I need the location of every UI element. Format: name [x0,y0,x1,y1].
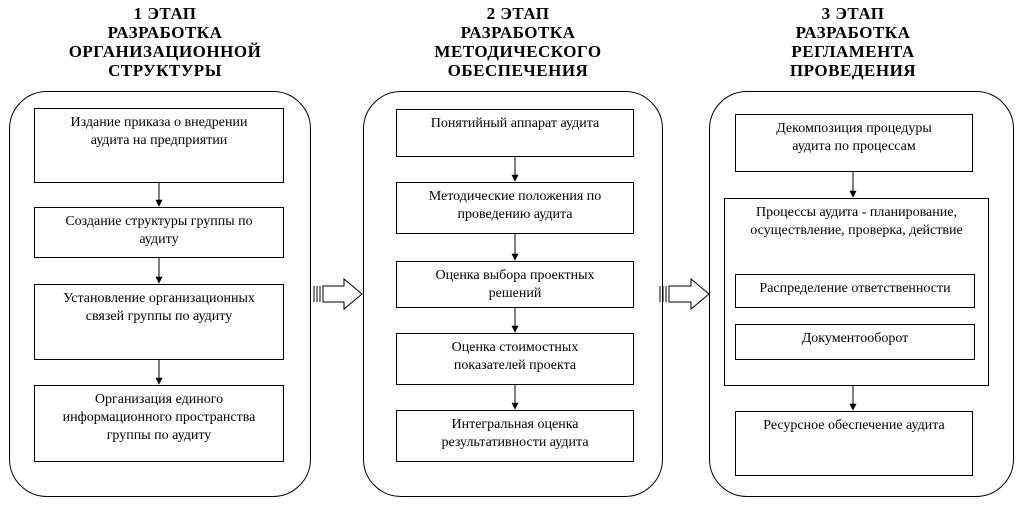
stage-3-substep-2-text: Документооборот [801,331,909,346]
stage-2-step-1: Понятийный аппарат аудита [396,109,634,157]
stage-1-title: 1 ЭТАП РАЗРАБОТКА ОРГАНИЗАЦИОННОЙ СТРУКТ… [68,4,262,80]
stage-2-step-2-text: Методические положения по проведению ауд… [428,189,602,222]
stage-3-step-3-text: Ресурсное обеспечение аудита [763,418,945,433]
stage-1-step-4-text: Организация единого информационного прос… [62,392,256,443]
stage-2-step-2: Методические положения по проведению ауд… [396,182,634,234]
stage-3-step-2-text: Процессы аудита - планирование, осуществ… [750,205,963,238]
stage-2-title: 2 ЭТАП РАЗРАБОТКА МЕТОДИЧЕСКОГО ОБЕСПЕЧЕ… [434,4,602,80]
stage-1-frame [9,91,311,497]
stage-3-step-1: Декомпозиция процедуры аудита по процесс… [735,114,973,172]
stage-1-step-2-text: Создание структуры группы по аудиту [65,214,253,247]
stage-3-substep-1: Распределение ответственности [735,274,975,308]
stage-1-step-1-text: Издание приказа о внедрении аудита на пр… [70,115,248,148]
stage-2-step-3: Оценка выбора проектных решений [396,261,634,308]
stage-transition-arrow-2 [659,277,710,311]
stage-3-title: 3 ЭТАП РАЗРАБОТКА РЕГЛАМЕНТА ПРОВЕДЕНИЯ [789,4,917,80]
stage-1-step-1: Издание приказа о внедрении аудита на пр… [34,108,284,183]
stage-1-step-3: Установление организационных связей груп… [34,284,284,360]
stage-1-step-4: Организация единого информационного прос… [34,385,284,462]
stage-2-step-1-text: Понятийный аппарат аудита [430,116,600,131]
stage-2-step-4-text: Оценка стоимостных показателей проекта [451,340,579,373]
stage-2-step-3-text: Оценка выбора проектных решений [435,268,595,301]
stage-3-substep-1-text: Распределение ответственности [759,281,951,296]
stage-2-step-5: Интегральная оценка результативности ауд… [396,410,634,462]
stage-1-step-3-text: Установление организационных связей груп… [63,291,255,324]
stage-2-step-4: Оценка стоимостных показателей проекта [396,333,634,385]
stage-3-step-1-text: Декомпозиция процедуры аудита по процесс… [776,121,932,154]
stage-3-step-3: Ресурсное обеспечение аудита [735,411,973,476]
stage-1-step-2: Создание структуры группы по аудиту [34,207,284,258]
stage-3-substep-2: Документооборот [735,324,975,360]
stage-2-step-5-text: Интегральная оценка результативности ауд… [441,417,589,450]
stage-transition-arrow-1 [313,277,363,311]
